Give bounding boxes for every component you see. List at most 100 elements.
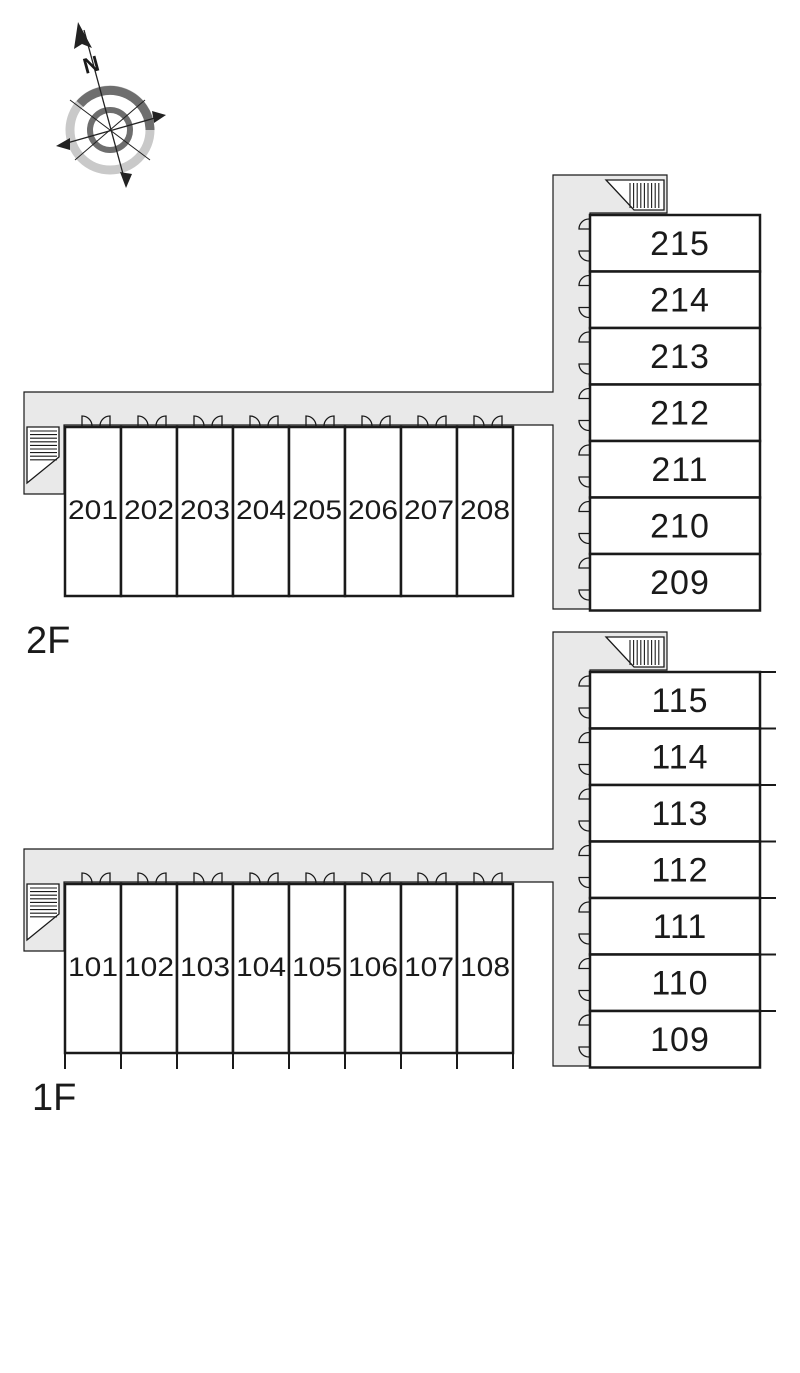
unit-box xyxy=(455,882,515,1055)
unit-number: 207 xyxy=(404,495,454,525)
door-icon xyxy=(249,872,261,884)
door-icon xyxy=(305,415,317,427)
door-icon xyxy=(435,415,447,427)
door-icon xyxy=(417,872,429,884)
door-icon xyxy=(473,415,485,427)
door-icon xyxy=(99,415,111,427)
unit-number: 103 xyxy=(180,952,230,982)
door-icon xyxy=(211,415,223,427)
door-icon xyxy=(155,415,167,427)
door-icon xyxy=(578,820,590,832)
door-icon xyxy=(578,306,590,319)
unit-number: 209 xyxy=(650,564,710,602)
door-icon xyxy=(435,872,447,884)
door-icon xyxy=(491,415,503,427)
door-icon xyxy=(578,500,590,513)
unit-number: 105 xyxy=(292,952,342,982)
unit-203: 203 xyxy=(175,415,235,598)
door-icon xyxy=(379,415,391,427)
unit-box xyxy=(588,783,762,843)
corridor xyxy=(23,631,668,1067)
east-arrow-icon xyxy=(152,111,166,123)
door-icon xyxy=(417,415,429,427)
unit-number: 206 xyxy=(348,495,398,525)
unit-number: 205 xyxy=(292,495,342,525)
door-icon xyxy=(578,731,590,744)
door-icon xyxy=(267,415,279,427)
unit-205: 205 xyxy=(287,415,347,598)
door-icon xyxy=(578,876,590,889)
unit-number: 208 xyxy=(460,495,510,525)
unit-106: 106 xyxy=(343,872,403,1069)
door-icon xyxy=(578,557,590,569)
north-arrow-icon xyxy=(74,22,92,49)
door-icon xyxy=(323,872,335,884)
unit-box xyxy=(399,882,459,1055)
unit-206: 206 xyxy=(343,415,403,598)
door-icon xyxy=(578,707,590,719)
door-icon xyxy=(578,476,590,488)
unit-number: 109 xyxy=(650,1021,710,1059)
unit-214: 214 xyxy=(578,270,762,330)
unit-number: 204 xyxy=(236,495,286,525)
unit-107: 107 xyxy=(399,872,459,1069)
door-icon xyxy=(379,872,391,884)
door-icon xyxy=(361,872,373,884)
unit-202: 202 xyxy=(119,415,179,598)
door-icon xyxy=(578,363,590,375)
door-icon xyxy=(578,589,590,601)
door-icon xyxy=(491,872,503,884)
door-icon xyxy=(193,415,205,427)
unit-110: 110 xyxy=(578,953,776,1013)
compass-inner-ring xyxy=(87,107,133,153)
door-icon xyxy=(578,1046,590,1058)
door-icon xyxy=(578,532,590,545)
unit-box xyxy=(588,326,762,386)
door-icon xyxy=(578,387,590,400)
unit-number: 115 xyxy=(651,682,708,720)
unit-201: 201 xyxy=(63,415,123,598)
unit-box xyxy=(588,1009,762,1069)
unit-204: 204 xyxy=(231,415,291,598)
door-icon xyxy=(578,933,590,945)
door-icon xyxy=(578,957,590,970)
unit-211: 211 xyxy=(578,439,762,499)
compass-diag-line xyxy=(74,99,146,161)
door-icon xyxy=(211,872,223,884)
unit-109: 109 xyxy=(578,1009,776,1069)
door-icon xyxy=(81,415,93,427)
unit-number: 210 xyxy=(650,508,710,546)
unit-108: 108 xyxy=(455,872,515,1069)
unit-number: 102 xyxy=(124,952,174,982)
stair-icon xyxy=(604,636,665,668)
floor-label: 1F xyxy=(32,1077,76,1119)
unit-113: 113 xyxy=(578,783,776,843)
unit-number: 201 xyxy=(68,495,118,525)
door-icon xyxy=(99,872,111,884)
door-icon xyxy=(578,250,590,262)
unit-105: 105 xyxy=(287,872,347,1069)
door-icon xyxy=(578,419,590,432)
floor-label: 2F xyxy=(26,620,70,662)
stair-icon xyxy=(604,179,665,211)
unit-box xyxy=(287,882,347,1055)
unit-102: 102 xyxy=(119,872,179,1069)
door-icon xyxy=(473,872,485,884)
unit-number: 112 xyxy=(651,852,708,890)
stair-icon xyxy=(26,426,60,485)
unit-212: 212 xyxy=(578,383,762,443)
door-icon xyxy=(267,872,279,884)
door-icon xyxy=(193,872,205,884)
compass-outer-dark-arc xyxy=(76,85,155,131)
door-icon xyxy=(578,675,590,687)
unit-number: 111 xyxy=(653,908,708,946)
unit-box xyxy=(588,270,762,330)
unit-number: 211 xyxy=(651,451,708,489)
unit-209: 209 xyxy=(578,552,762,612)
unit-210: 210 xyxy=(578,496,762,556)
door-icon xyxy=(249,415,261,427)
unit-box xyxy=(175,882,235,1055)
unit-number: 110 xyxy=(651,965,708,1003)
